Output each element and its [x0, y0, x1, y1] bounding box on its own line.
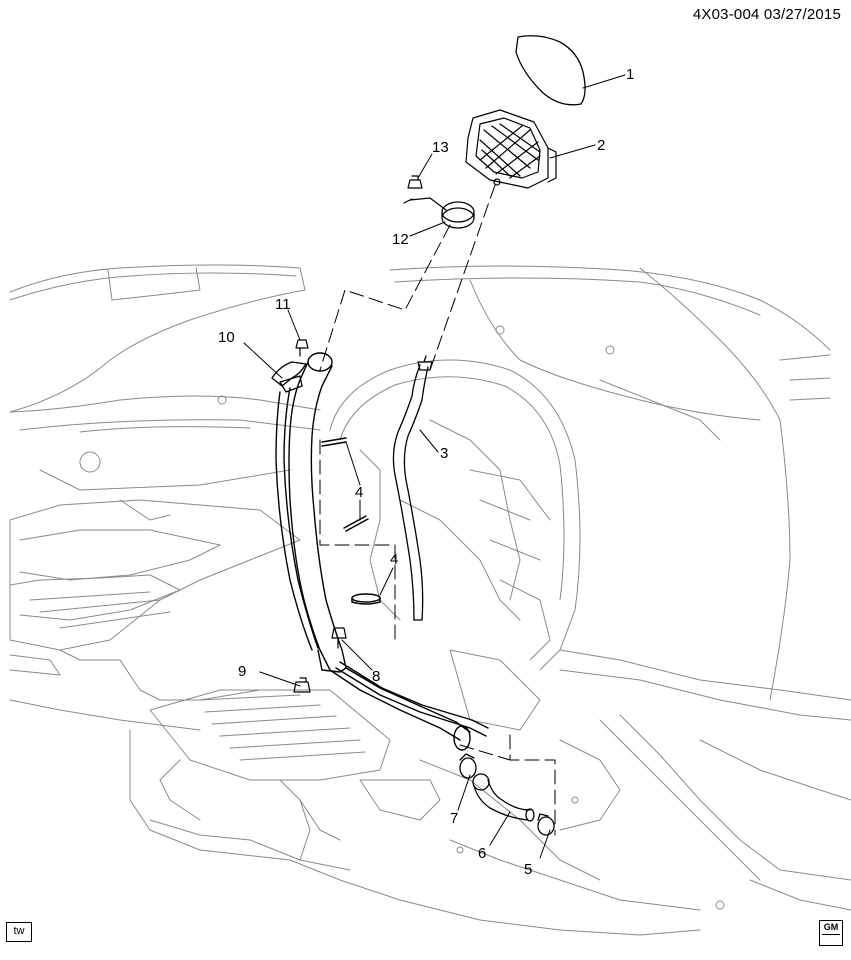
callout-2: 2: [597, 137, 605, 154]
callout-12: 12: [392, 231, 409, 248]
callout-3: 3: [440, 445, 448, 462]
bolt-13: [407, 175, 423, 189]
callout-5: 5: [524, 861, 532, 878]
callout-4a: 4: [355, 484, 363, 501]
fuel-door: [515, 35, 586, 106]
callout-10: 10: [218, 329, 235, 346]
callout-7: 7: [450, 810, 458, 827]
hose-6: [472, 773, 535, 822]
bolt-9: [293, 677, 311, 693]
clamp-5: [537, 813, 555, 836]
stud-4-upper: [321, 437, 347, 447]
diagram-code: 4X03-004: [692, 6, 760, 23]
callout-9: 9: [238, 663, 246, 680]
bolt-11: [295, 339, 309, 357]
tw-badge: tw: [6, 922, 32, 942]
clip-4-lower: [351, 593, 381, 605]
callout-11: 11: [275, 296, 291, 313]
clamp-7: [459, 753, 477, 779]
fuel-cap-tether: [403, 197, 475, 229]
stud-4-middle: [343, 515, 369, 532]
fuel-door-housing: [465, 109, 557, 189]
callout-leaders: [243, 74, 626, 859]
callout-4b: 4: [390, 551, 398, 568]
callout-8: 8: [372, 668, 380, 685]
callout-6: 6: [478, 845, 486, 862]
filler-bracket: [271, 361, 307, 393]
callout-1: 1: [626, 66, 634, 83]
diagram-date: 03/27/2015: [763, 6, 841, 23]
vent-hose: [392, 355, 433, 621]
assembly-dashed-lines: [319, 184, 556, 836]
bolt-8: [331, 627, 347, 649]
vehicle-body: [9, 264, 851, 936]
gm-logo-underline: [822, 934, 840, 943]
diagram-header: 4X03-004 03/27/2015: [693, 6, 841, 23]
gm-logo-text: GM: [823, 922, 839, 932]
gm-logo: GM: [819, 920, 843, 946]
callout-labels: 1 2 3 4 4 5 6 7 8 9 10 11 12 13: [218, 66, 634, 878]
callout-13: 13: [432, 139, 449, 156]
fuel-filler-pipe: [275, 352, 489, 751]
